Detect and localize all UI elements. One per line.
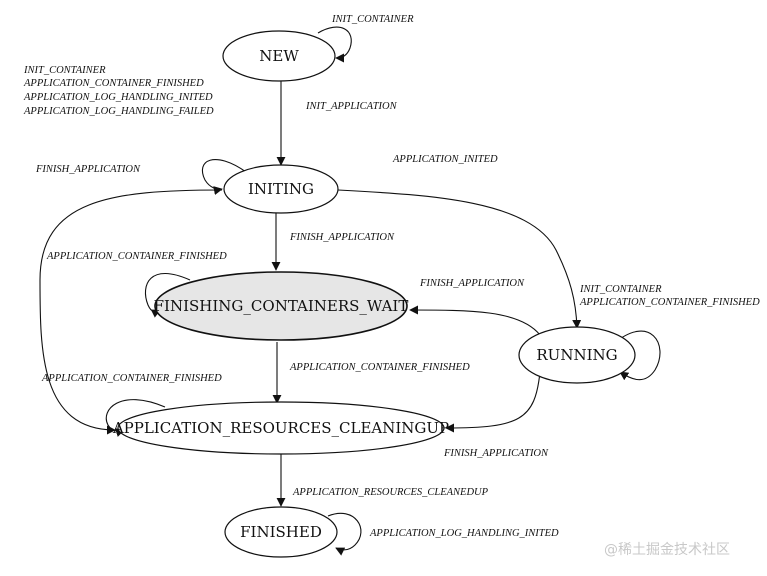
state-new	[222, 30, 336, 82]
label-fcw-self: APPLICATION_CONTAINER_FINISHED	[46, 251, 227, 262]
state-finished-label: FINISHED	[240, 523, 322, 541]
label-new-self-list-3: APPLICATION_LOG_HANDLING_INITED	[23, 92, 213, 103]
label-cleaningup-to-finished: APPLICATION_RESOURCES_CLEANEDUP	[292, 487, 489, 498]
label-running-self-1: INIT_CONTAINER	[579, 284, 662, 295]
label-fcw-to-cleaningup: APPLICATION_CONTAINER_FINISHED	[289, 362, 470, 373]
edge-initing-to-running	[337, 189, 582, 329]
label-initing-to-fcw: FINISH_APPLICATION	[289, 232, 395, 243]
state-finishing-containers-wait	[154, 271, 408, 341]
label-new-self-list-4: APPLICATION_LOG_HANDLING_FAILED	[23, 106, 214, 117]
edge-finished-self	[327, 512, 362, 556]
label-running-to-cleaningup: FINISH_APPLICATION	[443, 448, 549, 459]
state-initing	[223, 164, 339, 214]
label-running-self-2: APPLICATION_CONTAINER_FINISHED	[579, 297, 760, 308]
state-application-resources-cleaningup	[117, 401, 445, 455]
edge-running-to-cleaningup	[445, 371, 541, 433]
state-running	[518, 326, 636, 384]
label-cleaningup-self: APPLICATION_CONTAINER_FINISHED	[41, 373, 222, 384]
edge-initing-to-cleaningup	[39, 189, 223, 435]
label-new-self-list-1: INIT_CONTAINER	[23, 65, 106, 76]
state-initing-label: INITING	[248, 180, 314, 198]
label-new-to-initing: INIT_APPLICATION	[305, 101, 398, 112]
label-new-self-list-2: APPLICATION_CONTAINER_FINISHED	[23, 78, 204, 89]
state-new-label: NEW	[259, 47, 299, 65]
state-finishing-containers-wait-label: FINISHING_CONTAINERS_WAIT	[154, 297, 409, 315]
watermark-text: @稀土掘金技术社区	[604, 542, 730, 558]
edge-initing-self	[201, 159, 247, 195]
edge-cleaningup-self	[105, 399, 166, 437]
label-new-self: INIT_CONTAINER	[331, 14, 414, 25]
label-initing-self: FINISH_APPLICATION	[35, 164, 141, 175]
edge-running-self	[611, 330, 661, 381]
label-initing-to-running: APPLICATION_INITED	[392, 154, 498, 165]
state-running-label: RUNNING	[536, 346, 617, 364]
edge-new-self	[317, 26, 352, 63]
label-running-to-fcw: FINISH_APPLICATION	[419, 278, 525, 289]
label-finished-self: APPLICATION_LOG_HANDLING_INITED	[369, 528, 559, 539]
edge-running-to-fcw	[409, 305, 541, 336]
state-application-resources-cleaningup-label: APPLICATION_RESOURCES_CLEANINGUP	[112, 419, 449, 437]
state-finished	[224, 506, 338, 558]
